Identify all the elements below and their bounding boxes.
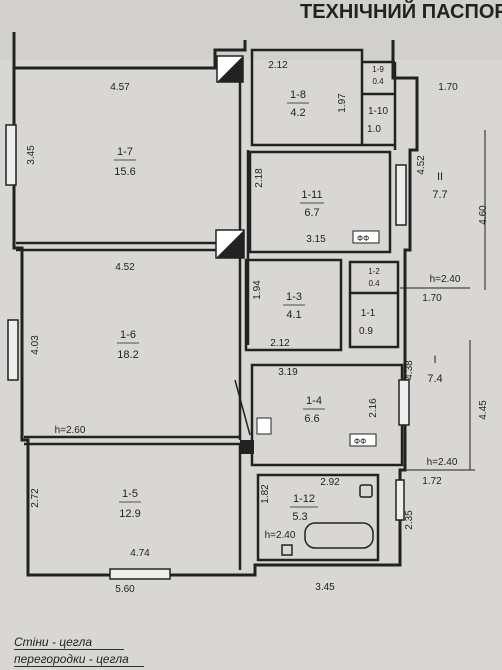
dim-2-35: 2.35 — [404, 510, 415, 530]
room-area-1-12: 5.3 — [292, 511, 307, 523]
room-label-1-7: 1-7 — [117, 146, 133, 158]
room-area-1-11: 6.7 — [304, 207, 319, 219]
room-area-1-6: 18.2 — [117, 349, 138, 361]
legend-partitions: перегородки - цегла — [14, 652, 144, 667]
dim-3-15: 3.15 — [306, 234, 326, 245]
dim-4-45: 4.45 — [478, 400, 489, 420]
dim-4-57: 4.57 — [110, 82, 130, 93]
room-label-1-3: 1-3 — [286, 291, 302, 303]
room-label-II: II — [437, 171, 443, 183]
dim-1-72: 1.72 — [422, 476, 442, 487]
dim-2-92: 2.92 — [320, 477, 340, 488]
room-label-1-1: 1-1 — [361, 308, 376, 319]
chimney-blocks — [215, 55, 254, 454]
room-area-1-3: 4.1 — [286, 309, 301, 321]
door-swing — [234, 379, 251, 436]
room-area-1-9: 0.4 — [372, 77, 384, 86]
dim-1-82: 1.82 — [260, 484, 271, 504]
dim-4-03: 4.03 — [30, 335, 41, 355]
room-area-I: 7.4 — [427, 373, 442, 385]
legend-walls: Стіни - цегла — [14, 635, 124, 650]
svg-text:ФФ: ФФ — [354, 437, 366, 446]
room-area-1-7: 15.6 — [114, 166, 135, 178]
height-right-top: h=2.40 — [430, 274, 461, 285]
dim-1-97: 1.97 — [337, 93, 348, 113]
height-1-12: h=2.40 — [265, 530, 296, 541]
room-area-1-10: 1.0 — [367, 124, 381, 135]
dim-3-45-bottom: 3.45 — [315, 582, 335, 593]
room-area-1-1: 0.9 — [359, 326, 373, 337]
room-area-1-2: 0.4 — [368, 279, 380, 288]
room-label-1-9: 1-9 — [372, 65, 384, 74]
room-label-1-4: 1-4 — [306, 395, 322, 407]
dimension-lines — [400, 130, 486, 471]
room-area-II: 7.7 — [432, 189, 447, 201]
dim-1-94: 1.94 — [252, 280, 263, 300]
room-label-I: I — [433, 354, 436, 366]
dim-3-45-left: 3.45 — [26, 145, 37, 165]
room-area-1-4: 6.6 — [304, 413, 319, 425]
height-1-6: h=2.60 — [55, 425, 86, 436]
dim-2-18: 2.18 — [254, 168, 265, 188]
dim-5-60: 5.60 — [115, 584, 135, 595]
header-text: ТЕХНІЧНИЙ ПАСПОРТ — [300, 0, 502, 23]
room-label-1-2: 1-2 — [368, 267, 380, 276]
dim-4-74: 4.74 — [130, 548, 150, 559]
dim-4-60: 4.60 — [478, 205, 489, 225]
room-label-1-8: 1-8 — [290, 89, 306, 101]
dim-2-12-mid: 2.12 — [270, 338, 290, 349]
stove-icons: ФФ ФФ — [256, 230, 380, 447]
dim-4-52-right: 4.52 — [416, 155, 427, 175]
interior-walls — [16, 48, 404, 570]
height-right-bottom: h=2.40 — [427, 457, 458, 468]
dim-1-70-top: 1.70 — [438, 82, 458, 93]
outer-walls — [12, 32, 419, 577]
room-area-1-8: 4.2 — [290, 107, 305, 119]
room-label-1-12: 1-12 — [293, 493, 315, 505]
dim-4-52: 4.52 — [115, 262, 135, 273]
dim-1-70-mid: 1.70 — [422, 293, 442, 304]
dim-2-12-top: 2.12 — [268, 60, 288, 71]
room-area-1-5: 12.9 — [119, 508, 140, 520]
room-label-1-5: 1-5 — [122, 488, 138, 500]
room-label-1-11: 1-11 — [301, 189, 322, 201]
dim-4-38: 4.38 — [404, 360, 415, 380]
svg-text:ФФ: ФФ — [357, 234, 369, 243]
bathtub — [281, 484, 374, 556]
dim-2-72: 2.72 — [30, 488, 41, 508]
room-label-1-6: 1-6 — [120, 329, 136, 341]
label-underlines — [114, 102, 325, 508]
windows — [5, 124, 410, 580]
dim-3-19: 3.19 — [278, 367, 298, 378]
room-label-1-10: 1-10 — [368, 106, 388, 117]
dim-2-16: 2.16 — [368, 398, 379, 418]
